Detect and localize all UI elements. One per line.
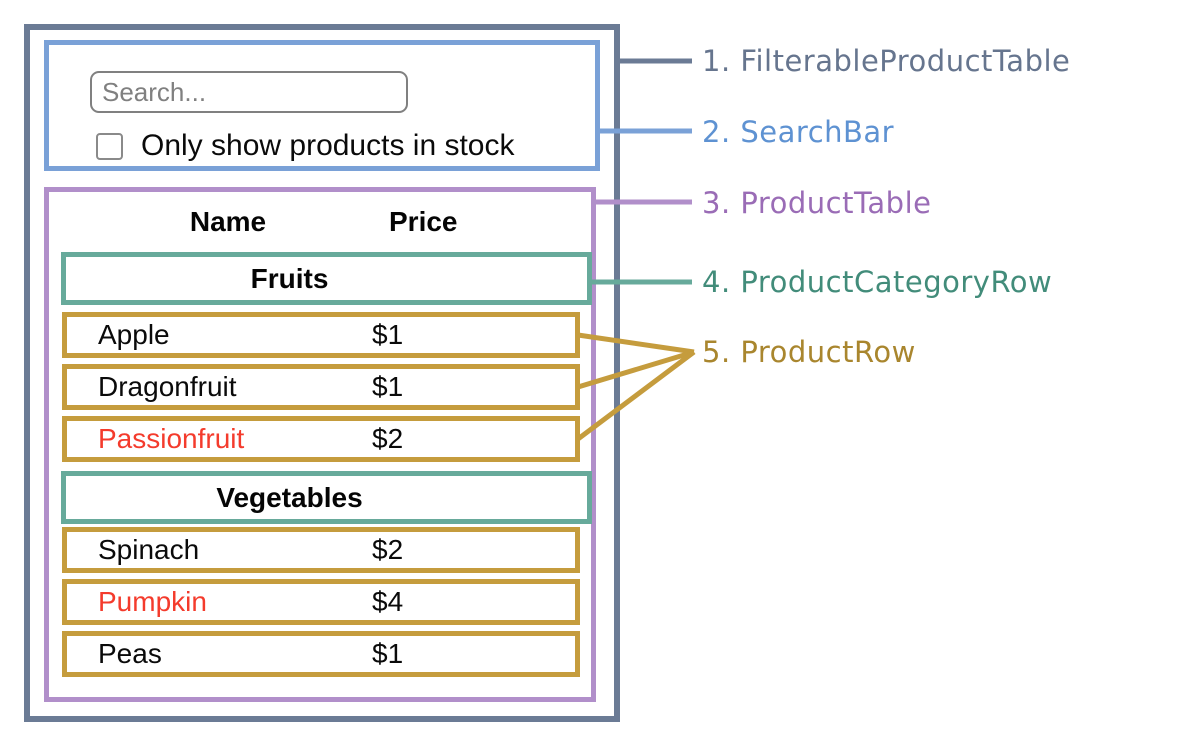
product-price: $2	[372, 423, 404, 454]
product-name: Pumpkin	[98, 586, 207, 617]
product-row: Apple $1	[62, 312, 580, 358]
legend-label-search-bar: 2. SearchBar	[702, 115, 895, 149]
product-price: $2	[372, 534, 404, 565]
in-stock-checkbox[interactable]	[96, 132, 123, 160]
filterable-product-table-box: Only show products in stock Name Price F…	[24, 24, 620, 722]
product-row: Passionfruit $2	[62, 416, 580, 462]
legend-label-product-category-row: 4. ProductCategoryRow	[702, 265, 1053, 299]
in-stock-filter-row: Only show products in stock	[96, 129, 515, 163]
product-row: Pumpkin $4	[62, 579, 580, 625]
legend-label-filterable-product-table: 1. FilterableProductTable	[702, 44, 1071, 78]
product-name: Apple	[98, 319, 170, 350]
search-input[interactable]	[90, 71, 408, 113]
product-category-row: Fruits	[61, 252, 592, 305]
in-stock-checkbox-label: Only show products in stock	[141, 129, 515, 162]
legend-label-product-table: 3. ProductTable	[702, 186, 932, 220]
column-header-name: Name	[189, 206, 267, 237]
product-name: Passionfruit	[98, 423, 245, 454]
product-row: Dragonfruit $1	[62, 364, 580, 410]
category-label: Vegetables	[216, 481, 363, 513]
category-label: Fruits	[250, 262, 329, 294]
search-bar-box: Only show products in stock	[44, 40, 600, 171]
product-name: Spinach	[98, 534, 200, 565]
product-name: Peas	[98, 638, 162, 669]
product-price: $1	[372, 371, 404, 402]
product-row: Peas $1	[62, 631, 580, 677]
product-category-row: Vegetables	[61, 471, 592, 524]
product-table-box: Name Price Fruits Apple $1 Dragonfruit $…	[44, 187, 596, 702]
product-price: $1	[372, 638, 404, 669]
product-price: $4	[372, 586, 404, 617]
table-header-row: Name Price	[49, 206, 591, 238]
legend-label-product-row: 5. ProductRow	[702, 335, 916, 369]
column-header-price: Price	[389, 206, 458, 237]
product-row: Spinach $2	[62, 527, 580, 573]
product-name: Dragonfruit	[98, 371, 237, 402]
product-price: $1	[372, 319, 404, 350]
